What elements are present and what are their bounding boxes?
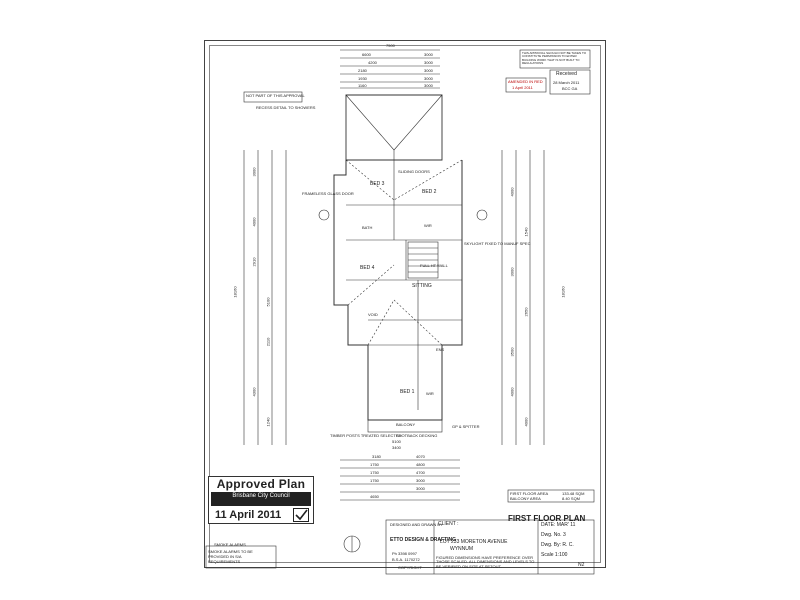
approved-date: 11 April 2011: [215, 509, 282, 521]
room-wir1: WIR: [426, 391, 434, 396]
top-dim-2b: 3000: [424, 60, 433, 65]
designed-label: DESIGNED AND DRAWN BY: [390, 522, 443, 527]
right-dim-7: 4000: [523, 417, 529, 427]
sliding-note: SLIDING DOORS: [398, 169, 430, 174]
top-dim-5: 1160: [358, 83, 367, 88]
top-dim-5b: 3000: [424, 83, 433, 88]
bottom-dim-3b: 4700: [416, 470, 425, 475]
right-total: 18160: [560, 286, 566, 298]
top-dim-1: 6600: [362, 52, 371, 57]
dwg-by: Dwg. By: R. C.: [541, 542, 574, 548]
address-line1: LOT 233 MORETON AVENUE: [440, 539, 508, 545]
amended-date: 1 April 2011: [512, 85, 533, 90]
firm-phone: Ph 3398 0997: [392, 551, 417, 556]
bottom-dim-2: 1750: [370, 462, 379, 467]
approved-council: Brisbane City Council: [232, 493, 290, 499]
top-dim-3b: 3000: [424, 68, 433, 73]
skylight-note: SKYLIGHT FIXED TO MANUF SPEC: [464, 241, 531, 246]
balcony-width-2: 3400: [392, 445, 401, 450]
room-sitting: SITTING: [412, 283, 432, 289]
room-wir: WIR: [424, 223, 432, 228]
scale: Scale 1:100: [541, 552, 568, 558]
bottom-dim-3: 1750: [370, 470, 379, 475]
top-dim-4: 1930: [358, 76, 367, 81]
right-dim-1: 4000: [509, 187, 515, 197]
room-bath: BATH: [362, 225, 373, 230]
right-dim-4: 2650: [523, 307, 529, 317]
room-void: VOID: [368, 312, 378, 317]
top-dim-3: 2180: [358, 68, 367, 73]
left-dim-1: 3000: [251, 167, 257, 177]
right-dim-3: 3000: [509, 267, 515, 277]
right-dim-6: 4000: [509, 387, 515, 397]
room-ens: ENS: [436, 347, 445, 352]
approved-heading: Approved Plan: [216, 477, 306, 491]
left-dim-5: 2110: [265, 337, 271, 347]
north-arrow-icon: [344, 536, 360, 552]
full-wall-note: FULL HT WALL: [420, 263, 448, 268]
room-bed3: BED 3: [370, 181, 385, 187]
left-total: 18160: [232, 286, 238, 298]
firm-bsa: B.S.A. 1170272: [392, 557, 420, 562]
plan-title: FIRST FLOOR PLAN: [508, 514, 586, 523]
room-bed1: BED 1: [400, 389, 415, 395]
approved-stamp: Approved Plan Brisbane City Council 11 A…: [208, 476, 314, 524]
check-icon: [293, 508, 309, 522]
bottom-dim-4: 1750: [370, 478, 379, 483]
balcony-width: 5100: [392, 439, 401, 444]
room-bed4: BED 4: [360, 265, 375, 271]
sheet-no: N2: [578, 562, 585, 568]
recess-note: RECESS DETAIL TO SHOWERS: [256, 105, 316, 110]
right-dim-5: 3500: [509, 347, 515, 357]
gp-spitter-note: GP & SPITTER: [452, 424, 480, 429]
bottom-dim-4b: 3000: [416, 478, 425, 483]
left-dim-3: 2910: [251, 257, 257, 267]
top-dim-4b: 3000: [424, 76, 433, 81]
firm-name: ETTO DESIGN & DRAFTING: [390, 537, 457, 543]
left-dim-7: 1240: [265, 417, 271, 427]
client-label: CLIENT :: [438, 521, 459, 527]
bottom-dim-2b: 4800: [416, 462, 425, 467]
top-right-note: THIS APPROVAL SHOULD NOT BE TAKEN TO CON…: [522, 51, 587, 65]
bottom-dim-5: 4650: [370, 494, 379, 499]
amended-note: AMENDED IN RED: [508, 79, 543, 84]
approved-bar: [211, 492, 311, 506]
received-stamp: Received: [556, 71, 577, 77]
top-dim-1b: 3000: [424, 52, 433, 57]
right-dim-2: 1540: [523, 227, 529, 237]
left-dim-2: 4000: [251, 217, 257, 227]
left-dim-4: 5100: [265, 297, 271, 307]
dwg-no: Dwg. No. 3: [541, 532, 566, 538]
bottom-dim-5b: 3000: [416, 486, 425, 491]
balcony-note: SHOTBACK DECKING: [396, 433, 438, 438]
bottom-dim-1b: 4070: [416, 454, 425, 459]
address-line2: WYNNUM: [450, 546, 474, 552]
received-date: 28 March 2011: [553, 80, 580, 85]
date-label: DATE: MAR' 11: [541, 522, 576, 528]
area-row2-value: 8.40 SQM: [562, 496, 581, 501]
copyright: COPYRIGHT: [398, 565, 422, 570]
not-part-note: NOT PART OF THIS APPROVAL: [246, 93, 305, 98]
frameless-note: FRAMELESS GLASS DOOR: [302, 191, 354, 196]
overall-width: 7500: [386, 43, 395, 48]
smoke-alarms-label: SMOKE ALARMS: [214, 542, 246, 547]
top-dim-2: 4200: [368, 60, 377, 65]
area-row1-label: FIRST FLOOR AREA: [510, 491, 549, 496]
sheet-border: [209, 45, 601, 563]
left-dim-6: 4300: [251, 387, 257, 397]
room-bed2: BED 2: [422, 189, 437, 195]
area-row1-value: 133.48 SQM: [562, 491, 585, 496]
timber-note: TIMBER POSTS TREATED SELECTED: [330, 433, 402, 438]
area-row2-label: BALCONY AREA: [510, 496, 541, 501]
room-balcony: BALCONY: [396, 422, 416, 427]
disclaimer: FIGURED DIMENSIONS HAVE PREFERENCE OVER …: [436, 555, 535, 569]
smoke-alarms-note: SMOKE ALARMS TO BE PROVIDED IN S/A REQUI…: [208, 549, 253, 564]
bottom-dim-1: 3180: [372, 454, 381, 459]
received-by: BCC GA: [562, 86, 578, 91]
